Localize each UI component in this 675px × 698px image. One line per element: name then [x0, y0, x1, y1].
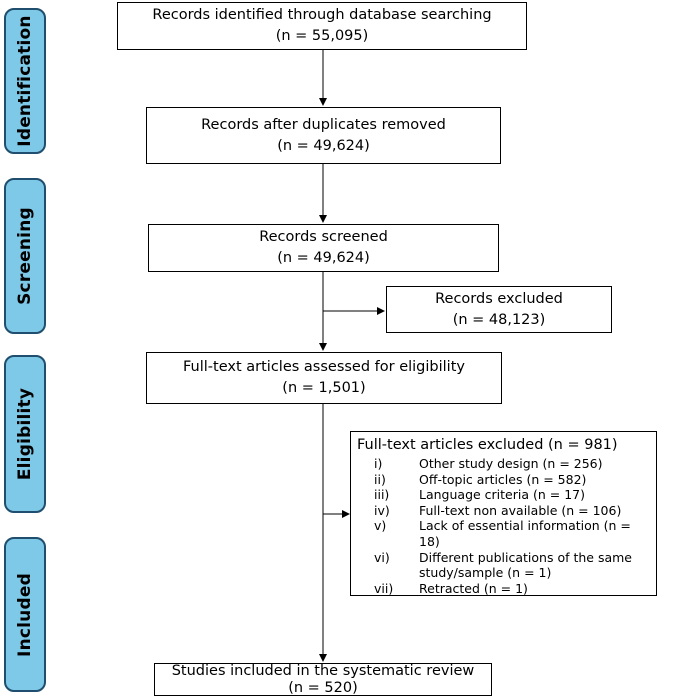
- exclusion-reason-item: vii) Retracted (n = 1): [357, 581, 650, 597]
- records-screened-text: Records screened: [259, 229, 388, 245]
- box-records-identified: Records identified through database sear…: [117, 2, 527, 50]
- box-fulltext-excluded: Full-text articles excluded (n = 981) i)…: [350, 431, 657, 596]
- exclusion-reason-number: vii): [374, 580, 394, 596]
- exclusion-reason-text: Lack of essential information (n = 18): [419, 518, 631, 549]
- stage-eligibility: Eligibility: [4, 355, 46, 513]
- exclusion-reason-text: Language criteria (n = 17): [419, 487, 585, 503]
- exclusion-reason-number: v): [374, 518, 387, 534]
- exclusion-reason-item: iv) Full-text non available (n = 106): [357, 503, 650, 519]
- records-identified-text: Records identified through database sear…: [152, 7, 492, 23]
- box-duplicates-removed: Records after duplicates removed (n = 49…: [146, 107, 501, 164]
- exclusion-reason-text: Different publications of the same study…: [419, 549, 633, 581]
- exclusion-reason-number: vi): [374, 549, 390, 565]
- stage-screening: Screening: [4, 178, 46, 334]
- fulltext-assessed-count: (n = 1,501): [282, 380, 366, 396]
- duplicates-removed-text: Records after duplicates removed: [201, 116, 446, 133]
- exclusion-reason-number: i): [374, 456, 383, 471]
- records-excluded-text: Records excluded: [435, 290, 563, 307]
- exclusion-reason-text: Full-text non available (n = 106): [419, 502, 622, 518]
- records-screened-count: (n = 49,624): [277, 250, 370, 266]
- exclusion-reason-text: Off-topic articles (n = 582): [419, 471, 587, 487]
- studies-included-text: Studies included in the systematic revie…: [171, 662, 475, 679]
- box-studies-included: Studies included in the systematic revie…: [154, 663, 492, 696]
- stage-identification: Identification: [4, 8, 46, 154]
- exclusion-reason-item: vi) Different publications of the same s…: [357, 550, 650, 581]
- exclusion-reason-number: iii): [374, 487, 390, 503]
- exclusion-reason-item: i) Other study design (n = 256): [357, 456, 650, 472]
- box-records-screened: Records screened (n = 49,624): [148, 224, 499, 272]
- fulltext-assessed-text: Full-text articles assessed for eligibil…: [183, 359, 465, 375]
- studies-included-count: (n = 520): [288, 679, 358, 696]
- records-identified-count: (n = 55,095): [275, 28, 369, 44]
- exclusion-reason-text: Retracted (n = 1): [419, 580, 528, 596]
- fulltext-excluded-title: Full-text articles excluded (n = 981): [357, 437, 618, 453]
- exclusion-reason-item: iii) Language criteria (n = 17): [357, 487, 650, 503]
- stage-included: Included: [4, 537, 46, 692]
- exclusion-reason-item: v) Lack of essential information (n = 18…: [357, 518, 650, 549]
- exclusion-reason-item: ii) Off-topic articles (n = 582): [357, 472, 650, 488]
- duplicates-removed-count: (n = 49,624): [277, 137, 370, 154]
- records-excluded-count: (n = 48,123): [452, 311, 546, 328]
- exclusion-reason-number: iv): [374, 502, 390, 518]
- exclusion-reason-text: Other study design (n = 256): [419, 456, 603, 471]
- exclusion-reason-number: ii): [374, 471, 386, 487]
- box-records-excluded: Records excluded (n = 48,123): [386, 286, 612, 333]
- box-fulltext-assessed: Full-text articles assessed for eligibil…: [146, 352, 502, 404]
